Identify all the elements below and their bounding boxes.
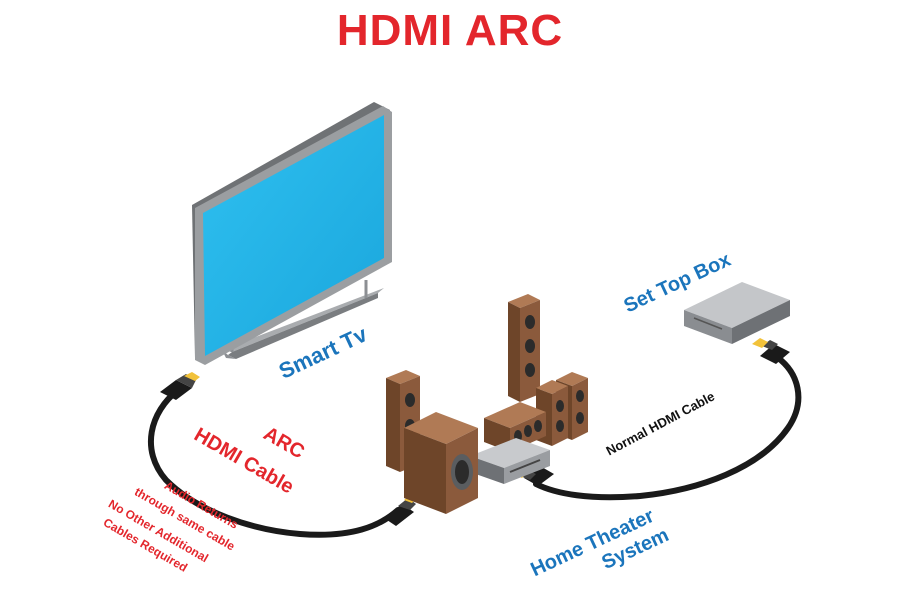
hdmi-connector-stb — [752, 338, 790, 364]
tv-screen — [203, 115, 384, 356]
av-receiver — [470, 438, 550, 484]
arc-hdmi-cable — [148, 372, 416, 538]
hdmi-connector-tv — [160, 372, 200, 400]
diagram-title: HDMI ARC — [336, 6, 564, 55]
smart-tv — [192, 102, 392, 365]
tower-speaker-rear — [508, 294, 540, 402]
set-top-box — [684, 282, 790, 344]
home-theater-system — [386, 294, 588, 514]
subwoofer — [404, 412, 478, 514]
